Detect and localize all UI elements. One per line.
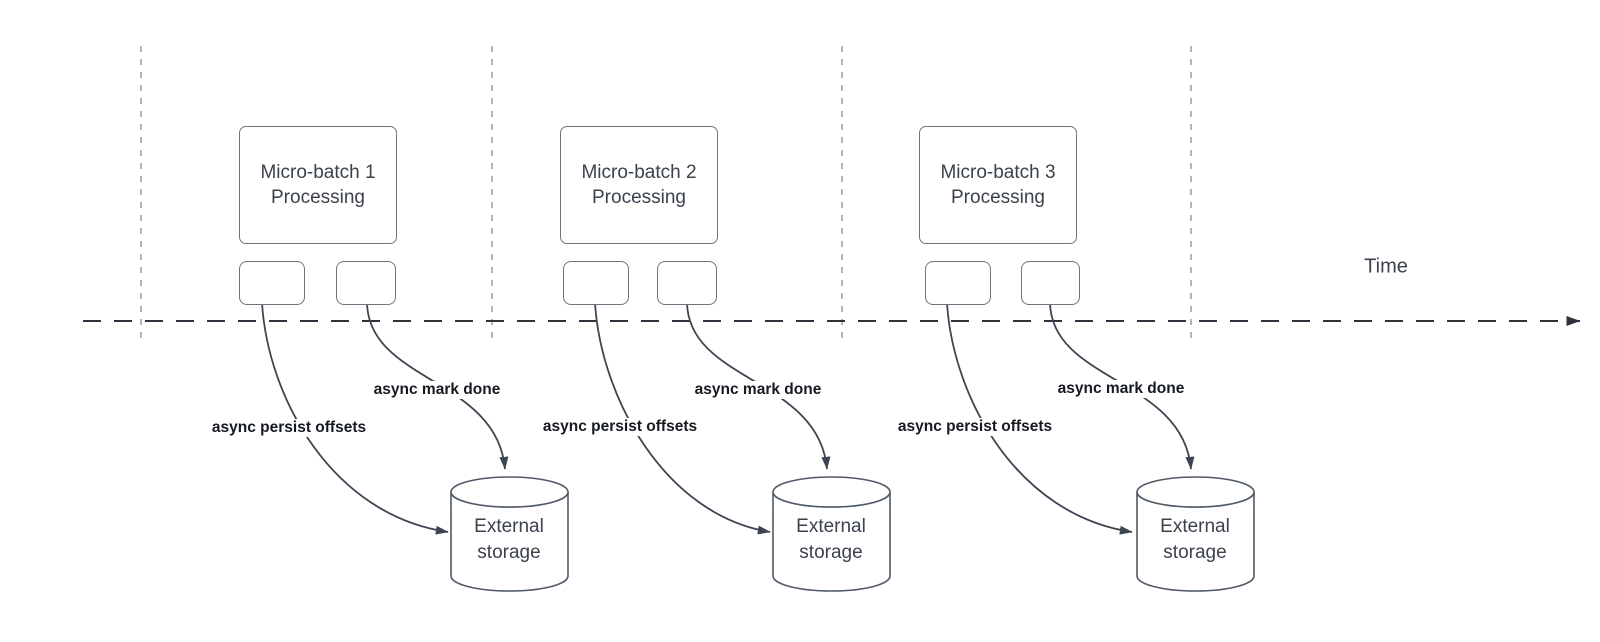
micro-batch-3-subtitle: Processing	[951, 187, 1045, 208]
sub-task-box-3a	[925, 261, 991, 305]
external-storage-label-2: External storage	[796, 514, 866, 566]
external-storage-label-1-line1: External	[474, 516, 544, 537]
persist-offsets-label-3: async persist offsets	[894, 418, 1056, 436]
micro-batch-2-subtitle: Processing	[592, 187, 686, 208]
micro-batch-3-title: Micro-batch 3	[940, 162, 1056, 183]
persist-offsets-arrow-2	[594, 302, 771, 535]
persist-offsets-label-1: async persist offsets	[208, 419, 370, 437]
external-storage-label-2-line1: External	[796, 516, 866, 537]
external-storage-cylinder-3	[1136, 476, 1255, 592]
persist-offsets-label-2: async persist offsets	[539, 418, 701, 436]
external-storage-label-1-line2: storage	[477, 542, 541, 563]
external-storage-label-1: External storage	[474, 514, 544, 566]
sub-task-box-2a	[563, 261, 629, 305]
sub-task-box-2b	[657, 261, 717, 305]
sub-task-box-1a	[239, 261, 305, 305]
external-storage-cylinder-1	[450, 476, 569, 592]
external-storage-label-3-line2: storage	[1163, 542, 1227, 563]
micro-batch-1-subtitle: Processing	[271, 187, 365, 208]
micro-batch-1-title: Micro-batch 1	[260, 162, 376, 183]
sub-task-box-1b	[336, 261, 396, 305]
external-storage-label-3: External storage	[1160, 514, 1230, 566]
micro-batch-3-box: Micro-batch 3 Processing	[919, 126, 1077, 244]
sub-task-box-3b	[1021, 261, 1080, 305]
time-axis-label: Time	[1364, 255, 1408, 278]
external-storage-label-2-line2: storage	[799, 542, 863, 563]
mark-done-label-2: async mark done	[691, 381, 825, 399]
mark-done-label-1: async mark done	[370, 381, 504, 399]
micro-batch-2-title: Micro-batch 2	[581, 162, 697, 183]
mark-done-label-3: async mark done	[1054, 380, 1188, 398]
external-storage-label-3-line1: External	[1160, 516, 1230, 537]
micro-batch-1-box: Micro-batch 1 Processing	[239, 126, 397, 244]
external-storage-cylinder-2	[772, 476, 891, 592]
micro-batch-2-box: Micro-batch 2 Processing	[560, 126, 718, 244]
persist-offsets-arrow-1	[261, 302, 449, 535]
persist-offsets-arrow-3	[946, 302, 1133, 535]
